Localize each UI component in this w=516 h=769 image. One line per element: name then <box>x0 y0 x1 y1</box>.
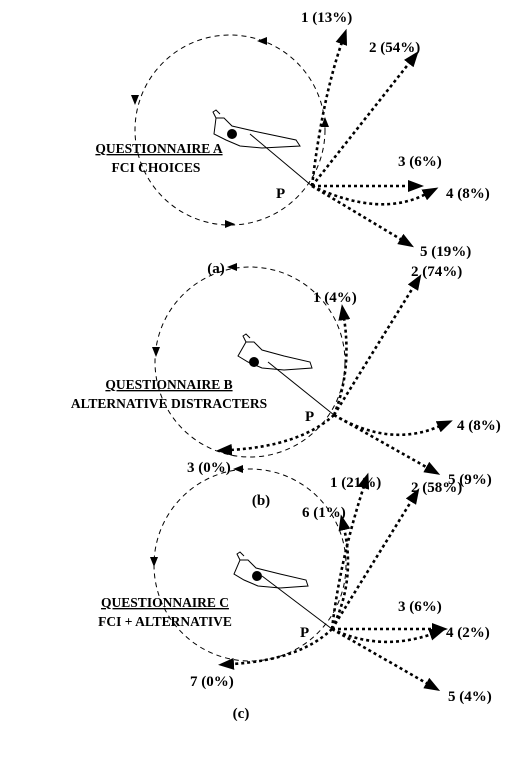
panel-b: 1 (4%) 2 (74%) 3 (0%) 4 (8%) 5 (9%) P QU… <box>71 263 501 509</box>
choice-arrow-5 <box>333 413 441 475</box>
questionnaire-subtitle: FCI CHOICES <box>112 160 201 175</box>
choice-label-1: 1 (4%) <box>313 290 357 306</box>
choice-label-3: 3 (0%) <box>187 460 231 476</box>
choice-label-3: 3 (6%) <box>398 599 442 615</box>
choice-label-4: 4 (8%) <box>457 418 501 434</box>
choice-label-4: 4 (2%) <box>446 625 490 641</box>
choice-label-5: 5 (9%) <box>448 472 492 488</box>
panel-label: (b) <box>252 493 270 509</box>
panel-label: (c) <box>233 706 250 722</box>
choice-label-2: 2 (74%) <box>411 264 462 280</box>
questionnaire-subtitle: FCI + ALTERNATIVE <box>98 614 232 629</box>
point-label: P <box>300 625 309 641</box>
panel-c: 1 (21%) 2 (58%) 3 (6%) 4 (2%) 5 (4%) 6 (… <box>98 465 492 722</box>
questionnaire-title: QUESTIONNAIRE B <box>105 377 232 392</box>
choice-label-1: 1 (21%) <box>330 475 381 491</box>
choice-label-6: 6 (1%) <box>302 505 346 521</box>
choice-arrow-6 <box>330 514 351 630</box>
choice-label-5: 5 (4%) <box>448 689 492 705</box>
choice-arrow-7 <box>218 628 333 670</box>
choice-label-3: 3 (6%) <box>398 154 442 170</box>
person-figure <box>212 109 301 149</box>
choice-label-4: 4 (8%) <box>446 186 490 202</box>
person-figure <box>233 551 309 589</box>
choice-arrow-5 <box>311 184 415 248</box>
choice-label-2: 2 (54%) <box>369 40 420 56</box>
choice-label-7: 7 (0%) <box>190 674 234 690</box>
panel-label: (a) <box>207 261 225 277</box>
point-label: P <box>305 409 314 425</box>
choice-label-2: 2 (58%) <box>411 480 462 496</box>
person-figure <box>237 333 313 371</box>
questionnaire-title: QUESTIONNAIRE A <box>95 141 222 156</box>
choice-arrow-2 <box>332 274 422 416</box>
choice-arrow-1 <box>332 304 351 416</box>
choice-arrow-1 <box>310 28 348 187</box>
choice-label-1: 1 (13%) <box>301 10 352 26</box>
choice-arrow-3 <box>216 414 335 456</box>
choice-label-5: 5 (19%) <box>420 244 471 260</box>
string-line <box>261 575 333 630</box>
panel-a: 1 (13%) 2 (54%) 3 (6%) 4 (8%) 5 (19%) P … <box>95 10 489 277</box>
choice-arrow-2 <box>330 488 420 630</box>
string-line <box>267 361 335 416</box>
questionnaire-title: QUESTIONNAIRE C <box>101 595 229 610</box>
choice-arrow-4 <box>331 627 446 644</box>
point-label: P <box>276 186 285 202</box>
string-line <box>249 133 313 187</box>
choice-arrow-2 <box>310 51 419 187</box>
choice-arrow-5 <box>331 627 441 691</box>
questionnaire-subtitle: ALTERNATIVE DISTRACTERS <box>71 396 267 411</box>
